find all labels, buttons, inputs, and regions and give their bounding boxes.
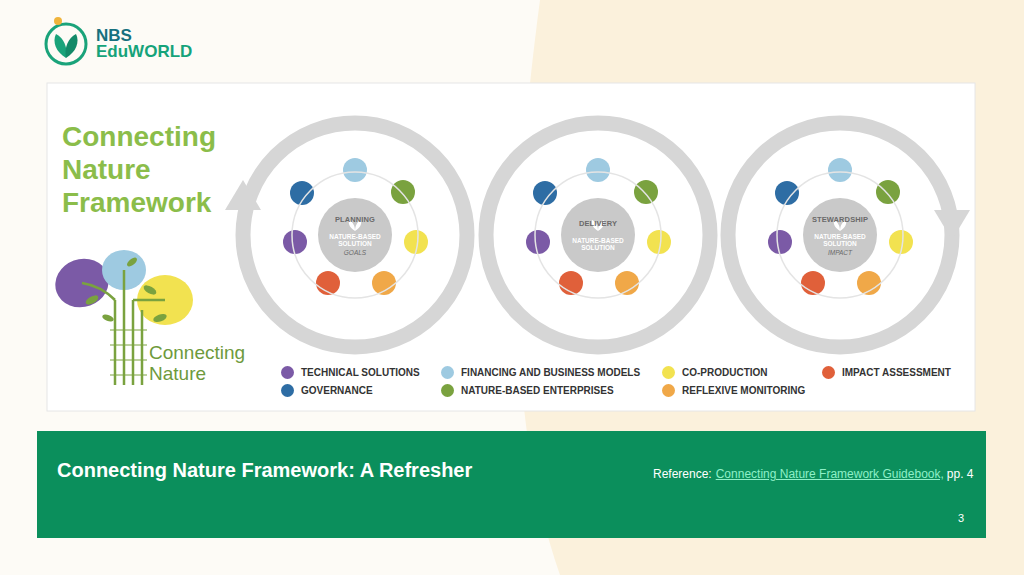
reference-text: pp. 4: [947, 467, 974, 481]
tree-logo: [142, 283, 158, 296]
tree-logo: [84, 256, 168, 324]
legend-text: CO-PRODUCTION: [682, 367, 768, 378]
logo-icon: [54, 17, 62, 25]
legend-text: NATURE-BASED ENTERPRISES: [461, 385, 614, 396]
stage-heading: PLANNING: [335, 215, 375, 224]
solution-text: NATURE-BASED SOLUTION: [811, 233, 869, 248]
tree-logo: [152, 312, 168, 323]
stage-subtext: IMPACT: [828, 249, 852, 256]
cycle-loops: [243, 123, 467, 347]
legend-swatch: [441, 366, 454, 379]
component-dots: [283, 158, 428, 295]
legend-text: REFLEXIVE MONITORING: [682, 385, 805, 396]
legend-swatch: [822, 366, 835, 379]
reference-line: Reference: Connecting Nature Framework Gu…: [653, 467, 978, 481]
cycle-loops: [728, 123, 952, 347]
diagram-title: Connecting Nature Framework: [62, 120, 232, 219]
tree-logo: [110, 330, 147, 375]
reference-link: Connecting Nature Framework Guidebook,: [716, 467, 944, 481]
component-dots: [634, 180, 658, 204]
component-dots: [343, 158, 367, 182]
circle-outline: [560, 197, 636, 273]
legend-text: GOVERNANCE: [301, 385, 373, 396]
stage-circle: DELIVERY NATURE-BASED SOLUTION: [560, 197, 636, 273]
component-dots: [876, 180, 900, 204]
component-dots: [526, 230, 550, 254]
legend-swatch: [281, 366, 294, 379]
component-dots: [283, 158, 913, 298]
logo-icon: [54, 34, 66, 58]
legend-swatch: [441, 384, 454, 397]
legend-text: IMPACT ASSESSMENT: [842, 367, 951, 378]
stage-heading: DELIVERY: [579, 219, 617, 228]
figure-panel: [47, 83, 975, 411]
logo-icon: [46, 24, 86, 64]
component-dots: [526, 158, 671, 295]
legend-text: FINANCING AND BUSINESS MODELS: [461, 367, 640, 378]
tree-logo: [110, 330, 147, 375]
cycle-loops: [243, 123, 952, 347]
legend-swatch: [662, 384, 675, 397]
slide-title: Connecting Nature Framework: A Refresher: [57, 459, 472, 482]
cycle-loops: [486, 123, 710, 347]
legend-swatch: [662, 366, 675, 379]
logo-wordmark: Connecting Nature: [149, 342, 261, 384]
solution-text: NATURE-BASED SOLUTION: [569, 237, 627, 252]
page-number: 3: [958, 512, 964, 524]
circle-fill: [318, 198, 392, 272]
reference-text: Reference:: [653, 467, 712, 481]
stage-circle: STEWARDSHIP NATURE-BASED SOLUTIONIMPACT: [802, 197, 878, 273]
circle-fill: [803, 198, 877, 272]
circle-fill: [561, 198, 635, 272]
component-dots: [283, 230, 307, 254]
tree-logo: [101, 313, 114, 323]
component-dots: [292, 172, 903, 298]
solution-text: NATURE-BASED SOLUTION: [326, 233, 384, 248]
component-dots: [391, 180, 415, 204]
stage-subtext: GOALS: [344, 249, 366, 256]
stage-circle: PLANNING NATURE-BASED SOLUTIONGOALS: [317, 197, 393, 273]
component-dots: [535, 172, 661, 298]
component-dots: [586, 158, 610, 182]
logo-icon: [65, 34, 77, 58]
component-dots: [777, 172, 903, 298]
tree-logo: [125, 256, 138, 268]
tree-logo: [84, 293, 100, 306]
component-dots: [828, 158, 852, 182]
logo-icon: [46, 17, 86, 64]
logo-text: EduWORLD: [96, 43, 192, 61]
footer-band: [37, 431, 986, 538]
legend-text: TECHNICAL SOLUTIONS: [301, 367, 420, 378]
component-dots: [292, 172, 418, 298]
cycle-arrowheads: [934, 210, 970, 240]
legend-swatch: [281, 384, 294, 397]
cycle-arrowheads: [225, 180, 261, 210]
component-dots: [768, 230, 792, 254]
stage-heading: STEWARDSHIP: [812, 215, 868, 224]
component-dots: [768, 158, 913, 295]
tree-logo: [115, 290, 142, 385]
